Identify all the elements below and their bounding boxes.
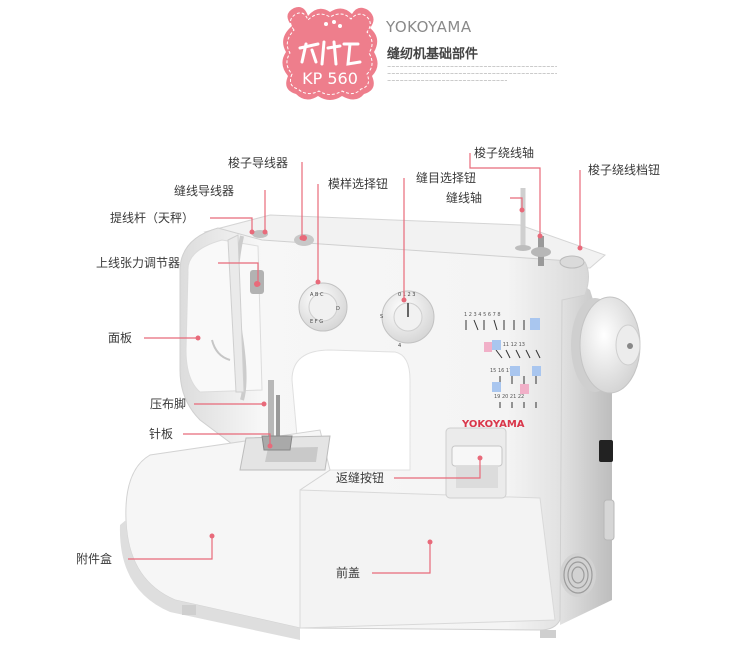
page-subtitle: 缝纫机基础部件 [387,47,479,62]
brand-name: YOKOYAMA [386,18,472,36]
fine-print-decoration: ~~~~~~~~~~~~~~~~~~~~~~~~~~~~~~~~~~~~~~~~… [387,64,557,70]
label-face-plate: 面板 [108,331,133,345]
label-spool-pin: 缝线轴 [446,191,483,205]
label-take-up-lever: 提线杆（天秤） [110,211,195,225]
svg-text:0 1 2 3: 0 1 2 3 [398,292,416,298]
svg-text:9 10 11 12 13: 9 10 11 12 13 [490,342,525,348]
svg-text:A B C: A B C [310,292,324,298]
fine-print-decoration-2: ~~~~~~~~~~~~~~~~~~~~~~~~~~~~~~~~~~~~~~~~… [387,71,557,77]
fine-print-decoration-3: ~~~~~~~~~~~~~~~~~~~~~~~~~~~~~~~~~~~~~~~~… [387,78,507,84]
label-upper-tension: 上线张力调节器 [96,256,181,270]
svg-text:S: S [380,314,383,320]
label-stitch-knob: 缝目选择钮 [416,171,477,185]
svg-text:1 2 3 4 5 6 7 8: 1 2 3 4 5 6 7 8 [464,312,501,318]
svg-text:4: 4 [398,343,401,349]
label-front-cover: 前盖 [336,566,361,580]
label-thread-guide: 缝线导线器 [174,184,235,198]
label-needle-plate: 针板 [149,427,174,441]
machine-brand-print: YOKOYAMA [461,419,525,430]
label-bobbin-winder-shaft: 梭子绕线轴 [474,146,535,160]
svg-text:15 16 17 18: 15 16 17 18 [490,368,520,374]
stitch-chart: 1 2 3 4 5 6 7 8 9 10 11 12 13 15 16 17 1… [464,312,525,400]
svg-text:19 20 21 22: 19 20 21 22 [494,394,524,400]
label-reverse-button: 返缝按钮 [336,471,385,485]
brand-logo-badge: KP 560 [282,7,378,100]
label-pattern-knob: 模样选择钮 [328,177,389,191]
svg-text:D: D [336,306,340,312]
label-presser-foot: 压布脚 [150,397,187,411]
label-bobbin-winder-stop: 梭子绕线档钮 [588,163,661,177]
label-bobbin-thread-guide: 梭子导线器 [228,156,289,170]
svg-text:E F G: E F G [310,319,323,325]
label-accessory-box: 附件盒 [76,552,113,566]
badge-model-text: KP 560 [302,69,358,88]
